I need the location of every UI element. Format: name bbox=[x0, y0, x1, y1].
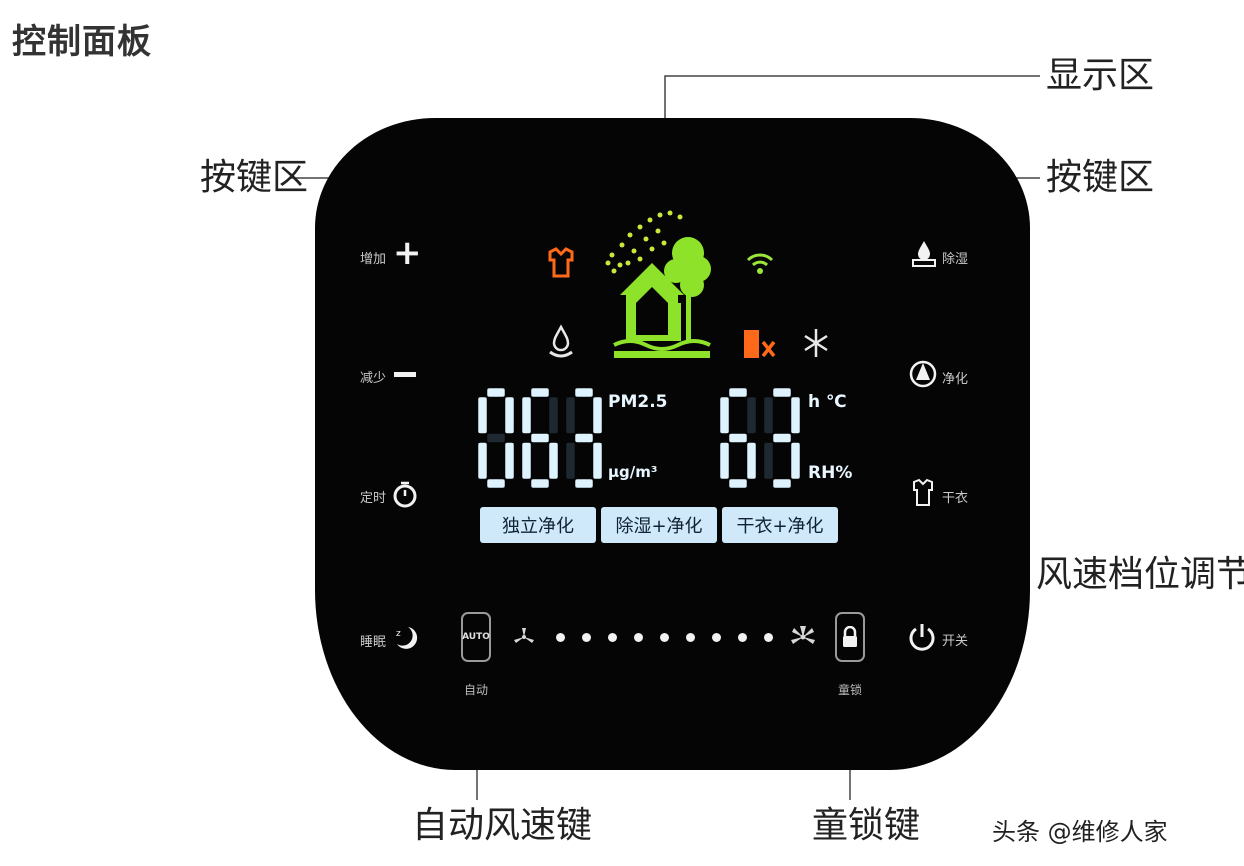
callout-keys-right: 按键区 bbox=[1046, 157, 1155, 198]
fan-level-dot[interactable] bbox=[660, 633, 669, 642]
digit-segment-c bbox=[746, 442, 757, 480]
clock-icon[interactable] bbox=[392, 480, 418, 510]
digit-segment-d bbox=[728, 478, 748, 489]
callout-child-lock-key: 童锁键 bbox=[812, 805, 921, 846]
fan-level-dot[interactable] bbox=[634, 633, 643, 642]
svg-text:z: z bbox=[396, 629, 401, 639]
pm-label: PM2.5 bbox=[608, 392, 668, 412]
pm-unit: μg/m³ bbox=[608, 463, 658, 481]
clothes-drying-status-icon bbox=[548, 247, 574, 278]
digit-segment-e bbox=[521, 442, 532, 480]
digit-segment-g bbox=[728, 433, 748, 443]
fan-high-icon bbox=[791, 626, 815, 644]
callout-auto-fan-key: 自动风速键 bbox=[412, 805, 593, 846]
pm-digits bbox=[478, 388, 603, 489]
wifi-icon bbox=[746, 253, 774, 274]
fan-level-dot[interactable] bbox=[582, 633, 591, 642]
digit-segment-a bbox=[772, 388, 792, 398]
digit-segment-a bbox=[574, 388, 594, 398]
dehumidify-icon[interactable] bbox=[910, 238, 938, 270]
digit-segment-d bbox=[530, 478, 550, 489]
digit-segment-f bbox=[521, 396, 532, 434]
digit-segment-c bbox=[790, 442, 801, 480]
digit-segment-g bbox=[574, 433, 594, 443]
digit-segment-a bbox=[486, 388, 506, 398]
dry-clothes-icon[interactable] bbox=[910, 478, 936, 508]
auto-fan-button[interactable]: AUTO bbox=[461, 612, 491, 662]
digit-segment-c bbox=[592, 442, 603, 480]
tank-full-icon bbox=[744, 330, 776, 358]
digit-segment-g bbox=[530, 433, 550, 443]
digit-segment-b bbox=[592, 396, 603, 434]
mode-dry-clothes-purify[interactable]: 干衣+净化 bbox=[722, 507, 838, 543]
control-panel bbox=[315, 118, 1030, 770]
callout-display-area: 显示区 bbox=[1046, 55, 1155, 96]
digit-segment-g bbox=[486, 433, 506, 443]
mode-dehumidify-purify[interactable]: 除湿+净化 bbox=[601, 507, 717, 543]
child-lock-button[interactable] bbox=[835, 612, 865, 662]
digit-segment-b bbox=[790, 396, 801, 434]
fan-level-dot[interactable] bbox=[738, 633, 747, 642]
fan-level-dot[interactable] bbox=[712, 633, 721, 642]
key-label-purify: 净化 bbox=[942, 372, 969, 387]
digit-segment-e bbox=[763, 442, 774, 480]
lock-icon bbox=[843, 626, 857, 647]
key-label-dry-clothes: 干衣 bbox=[942, 491, 969, 506]
digit-segment-f bbox=[720, 396, 730, 434]
key-label-dehumidify: 除湿 bbox=[942, 252, 969, 267]
digit-segment-d bbox=[772, 478, 792, 489]
callout-keys-left: 按键区 bbox=[200, 157, 309, 198]
digit-segment-c bbox=[504, 442, 515, 480]
mode-independent-purify[interactable]: 独立净化 bbox=[480, 507, 596, 543]
key-label-sleep: 睡眠 bbox=[360, 635, 387, 650]
key-label-increase: 增加 bbox=[360, 252, 387, 267]
purify-icon[interactable] bbox=[908, 358, 938, 390]
digit-segment-a bbox=[728, 388, 748, 398]
key-label-power: 开关 bbox=[942, 634, 969, 649]
minus-icon[interactable] bbox=[394, 372, 416, 377]
key-label-timer: 定时 bbox=[360, 491, 387, 506]
defrost-icon bbox=[804, 329, 828, 357]
digit-segment-e bbox=[720, 442, 730, 480]
digit-segment-d bbox=[486, 478, 506, 489]
digit-segment-e bbox=[565, 442, 576, 480]
fan-level-dot[interactable] bbox=[608, 633, 617, 642]
air-quality-house-icon bbox=[605, 210, 711, 358]
child-lock-label: 童锁 bbox=[838, 683, 863, 697]
sleep-icon[interactable]: z bbox=[392, 624, 420, 652]
key-label-decrease: 减少 bbox=[360, 371, 387, 386]
digit-segment-e bbox=[478, 442, 488, 480]
digit-segment-a bbox=[530, 388, 550, 398]
humidity-unit: RH% bbox=[808, 463, 853, 483]
fan-level-dot[interactable] bbox=[556, 633, 565, 642]
callout-fan-speed: 风速档位调节 bbox=[1036, 554, 1244, 595]
hour-temp-unit: h ℃ bbox=[808, 392, 847, 412]
page-title: 控制面板 bbox=[12, 22, 152, 62]
auto-button-text: AUTO bbox=[462, 632, 490, 642]
fan-speed-level[interactable] bbox=[556, 633, 776, 643]
digit-segment-f bbox=[763, 396, 774, 434]
fan-level-dot[interactable] bbox=[764, 633, 773, 642]
digit-segment-c bbox=[548, 442, 559, 480]
fan-level-dot[interactable] bbox=[686, 633, 695, 642]
fan-low-icon bbox=[514, 628, 534, 643]
water-drop-icon bbox=[549, 324, 573, 358]
humidity-digits bbox=[720, 388, 801, 489]
watermark: 头条 @维修人家 bbox=[992, 818, 1168, 846]
auto-label: 自动 bbox=[464, 683, 489, 697]
digit-segment-g bbox=[772, 433, 792, 443]
digit-segment-b bbox=[548, 396, 559, 434]
digit-segment-b bbox=[746, 396, 757, 434]
power-icon[interactable] bbox=[907, 620, 937, 654]
digit-segment-f bbox=[565, 396, 576, 434]
digit-segment-f bbox=[478, 396, 488, 434]
plus-icon[interactable]: + bbox=[393, 233, 422, 273]
digit-segment-b bbox=[504, 396, 515, 434]
digit-segment-d bbox=[574, 478, 594, 489]
